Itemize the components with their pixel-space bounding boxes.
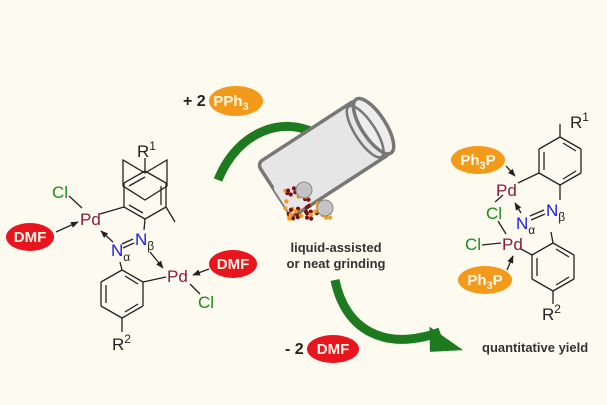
powder-particle xyxy=(288,192,293,197)
powder-particle xyxy=(308,212,313,217)
powder-particle xyxy=(308,209,313,214)
pd-atom-right: Pd xyxy=(167,267,188,286)
ph3p-ligand-top: Ph3P xyxy=(451,146,505,174)
powder-particle xyxy=(299,213,304,218)
powder-particle xyxy=(306,203,311,208)
aryl-ring-top-bonds xyxy=(99,158,176,223)
r1-label: R1 xyxy=(137,139,156,161)
powder-particle xyxy=(328,215,333,220)
svg-text:- 2: - 2 xyxy=(285,341,304,358)
powder-particle xyxy=(291,216,296,221)
powder-particle xyxy=(293,209,299,214)
product-r2-label: R2 xyxy=(542,302,561,324)
powder-particle xyxy=(283,206,288,211)
ph3p-ligand-bottom: Ph3P xyxy=(458,266,512,294)
svg-text:PPh3: PPh3 xyxy=(213,93,248,113)
powder-particle xyxy=(284,199,289,204)
product-ring-bottom xyxy=(520,231,575,304)
grinding-ball xyxy=(295,181,313,199)
conditions-line-1: liquid-assisted xyxy=(290,240,381,255)
yield-label: quantitative yield xyxy=(482,340,588,355)
grinding-ball xyxy=(316,199,334,217)
grinding-balls-and-powder xyxy=(283,181,334,221)
conditions-line-2: or neat grinding xyxy=(287,256,386,271)
aryl-ring-bottom xyxy=(100,261,167,332)
aryl-ring-top xyxy=(122,158,168,201)
svg-text:+ 2: + 2 xyxy=(183,93,206,110)
svg-text:DMF: DMF xyxy=(317,341,350,358)
reactant-complex: R1 Pd Cl DMF Nα Nβ xyxy=(6,139,257,354)
product-cl-bridge-1: Cl xyxy=(486,204,502,223)
product-n-alpha-atom: Nα xyxy=(516,214,535,237)
cl-atom-left: Cl xyxy=(52,183,68,202)
product-cl-terminal: Cl xyxy=(465,235,481,254)
product-r1-label: R1 xyxy=(570,110,589,132)
powder-particle xyxy=(286,188,291,193)
dmf-ligand-left: DMF xyxy=(6,223,54,251)
svg-text:Ph3P: Ph3P xyxy=(460,152,495,172)
svg-text:DMF: DMF xyxy=(14,229,47,246)
powder-particle xyxy=(291,186,296,191)
n-beta-atom: Nβ xyxy=(135,230,154,253)
product-n-beta-atom: Nβ xyxy=(546,201,565,224)
product-complex: R1 Pd Ph3P Nβ Nα Cl Pd Cl Ph3P xyxy=(451,110,589,324)
powder-particle xyxy=(288,207,294,212)
powder-particle xyxy=(295,215,300,220)
product-ring-top xyxy=(517,124,582,200)
powder-particle xyxy=(288,212,293,217)
product-pd-atom-bottom: Pd xyxy=(502,235,523,254)
n-alpha-atom: Nα xyxy=(111,241,130,264)
powder-particle xyxy=(324,215,329,220)
cl-atom-right: Cl xyxy=(198,293,214,312)
svg-text:DMF: DMF xyxy=(217,256,250,273)
product-pd-atom-top: Pd xyxy=(496,181,517,200)
powder-particle xyxy=(313,209,318,214)
powder-particle xyxy=(309,216,314,221)
reaction-arrow-bottom xyxy=(330,279,464,352)
reagent-label: + 2 PPh3 xyxy=(183,86,263,116)
pd-atom-left: Pd xyxy=(80,210,101,229)
powder-particle xyxy=(304,215,310,220)
svg-text:Ph3P: Ph3P xyxy=(467,272,502,292)
byproduct-label: - 2 DMF xyxy=(285,335,359,363)
powder-particle xyxy=(304,211,309,216)
grinding-jar xyxy=(257,96,396,217)
r2-label: R2 xyxy=(112,332,131,354)
powder-particle xyxy=(287,216,292,221)
dmf-ligand-right: DMF xyxy=(209,250,257,278)
